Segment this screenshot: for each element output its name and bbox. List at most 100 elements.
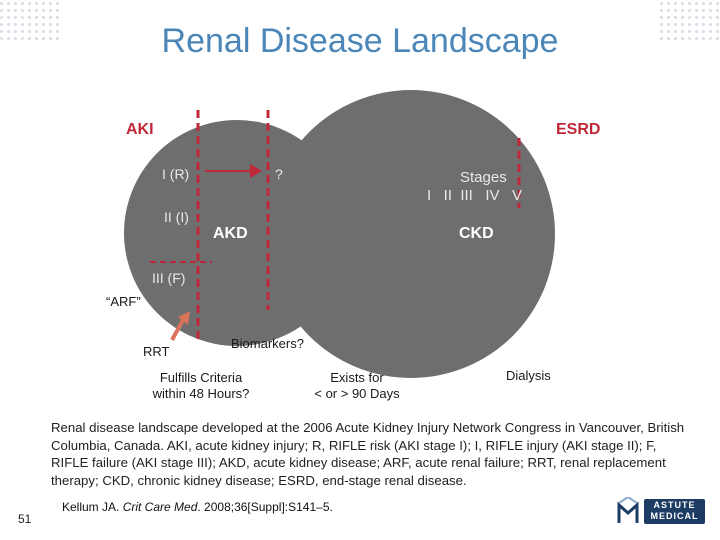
decorative-dot	[716, 2, 719, 5]
decorative-dot	[49, 16, 52, 19]
decorative-dot	[709, 37, 712, 40]
decorative-dot	[7, 30, 10, 33]
decorative-dot	[660, 16, 663, 19]
stages-label: Stages	[460, 169, 507, 186]
decorative-dot	[688, 9, 691, 12]
decorative-dot	[695, 16, 698, 19]
akd-label: AKD	[213, 225, 248, 242]
esrd-label: ESRD	[556, 121, 601, 138]
decorative-dot	[688, 30, 691, 33]
biomarkers-label: Biomarkers?	[231, 336, 304, 351]
logo-line-1: ASTUTE	[653, 500, 696, 510]
decorative-dot	[695, 9, 698, 12]
slide-number: 51	[18, 512, 32, 526]
decorative-dot	[688, 16, 691, 19]
decorative-dot	[28, 30, 31, 33]
stage-i-r-label: I (R)	[162, 166, 190, 182]
decorative-dot	[56, 37, 59, 40]
decorative-dot	[681, 37, 684, 40]
logo-mark-icon	[617, 497, 639, 523]
decorative-dot	[42, 9, 45, 12]
decorative-dot	[667, 16, 670, 19]
decorative-dot	[56, 9, 59, 12]
exists-for-label: Exists for < or > 90 Days	[303, 370, 411, 402]
decorative-dot	[35, 23, 38, 26]
exists-line-2: < or > 90 Days	[314, 386, 400, 401]
page-title: Renal Disease Landscape	[161, 22, 559, 60]
decorative-dot	[7, 9, 10, 12]
decorative-dot	[7, 37, 10, 40]
decorative-dot	[716, 37, 719, 40]
stage-iii-f-label: III (F)	[152, 270, 186, 286]
citation: Kellum JA. Crit Care Med. 2008;36[Suppl]…	[62, 500, 333, 514]
decorative-dot	[702, 2, 705, 5]
decorative-dot	[14, 9, 17, 12]
rrt-label: RRT	[143, 344, 170, 359]
decorative-dot	[35, 37, 38, 40]
fulfills-line-2: within 48 Hours?	[152, 386, 250, 401]
decorative-dots-left	[0, 2, 70, 48]
decorative-dot	[702, 16, 705, 19]
decorative-dot	[14, 37, 17, 40]
question-label: ?	[275, 166, 283, 182]
decorative-dot	[667, 30, 670, 33]
arf-label: “ARF”	[106, 294, 141, 309]
decorative-dot	[0, 2, 3, 5]
decorative-dot	[0, 23, 3, 26]
decorative-dot	[35, 16, 38, 19]
decorative-dot	[688, 2, 691, 5]
astute-medical-logo: ASTUTE MEDICAL	[617, 497, 707, 525]
arrow-head-icon	[250, 164, 262, 178]
decorative-dot	[7, 23, 10, 26]
decorative-dot	[28, 9, 31, 12]
decorative-dot	[21, 37, 24, 40]
decorative-dot	[49, 2, 52, 5]
decorative-dots-right	[660, 2, 720, 48]
decorative-dot	[35, 2, 38, 5]
esrd-circle	[267, 90, 555, 378]
decorative-dot	[702, 30, 705, 33]
decorative-dot	[681, 16, 684, 19]
decorative-dot	[709, 23, 712, 26]
decorative-dot	[674, 16, 677, 19]
decorative-dot	[0, 16, 3, 19]
aki-label: AKI	[126, 121, 154, 138]
decorative-dot	[709, 16, 712, 19]
decorative-dot	[702, 23, 705, 26]
decorative-dot	[695, 23, 698, 26]
stage-ii-i-label: II (I)	[164, 209, 189, 225]
logo-line-2: MEDICAL	[650, 511, 699, 521]
decorative-dot	[42, 30, 45, 33]
decorative-dot	[35, 30, 38, 33]
decorative-dot	[49, 37, 52, 40]
decorative-dot	[688, 37, 691, 40]
decorative-dot	[0, 30, 3, 33]
decorative-dot	[716, 9, 719, 12]
decorative-dot	[14, 2, 17, 5]
logo-wordmark: ASTUTE MEDICAL	[644, 499, 705, 524]
decorative-dot	[716, 16, 719, 19]
decorative-dot	[660, 30, 663, 33]
fulfills-line-1: Fulfills Criteria	[159, 370, 243, 385]
decorative-dot	[681, 23, 684, 26]
decorative-dot	[21, 23, 24, 26]
decorative-dot	[674, 9, 677, 12]
decorative-dot	[42, 16, 45, 19]
decorative-dot	[695, 37, 698, 40]
decorative-dot	[21, 16, 24, 19]
decorative-dot	[660, 2, 663, 5]
decorative-dot	[716, 30, 719, 33]
decorative-dot	[21, 30, 24, 33]
decorative-dot	[42, 23, 45, 26]
decorative-dot	[660, 23, 663, 26]
decorative-dot	[667, 37, 670, 40]
exists-line-1: Exists for	[330, 370, 384, 385]
decorative-dot	[667, 2, 670, 5]
decorative-dot	[49, 9, 52, 12]
decorative-dot	[49, 23, 52, 26]
ckd-label: CKD	[459, 225, 494, 242]
decorative-dot	[28, 16, 31, 19]
dialysis-label: Dialysis	[506, 368, 551, 383]
decorative-dot	[56, 2, 59, 5]
decorative-dot	[716, 23, 719, 26]
